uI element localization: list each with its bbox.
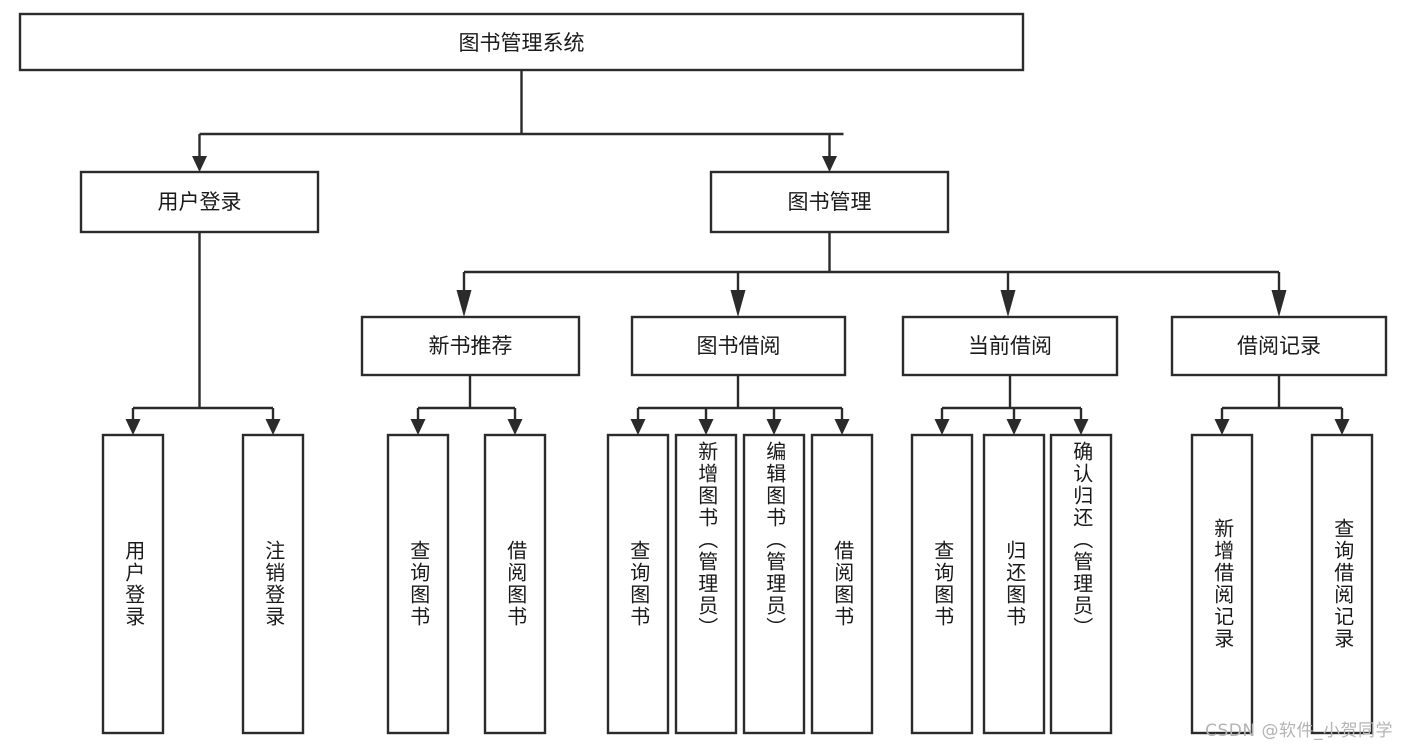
arrowhead-bb-borrow-book [834,419,850,435]
node-new-book-recommend-label: 新书推荐 [429,334,513,358]
node-book-management-label: 图书管理 [788,190,872,214]
node-user-login-label: 用户登录 [158,190,242,214]
arrowhead-leaf-logout [265,419,281,435]
arrowhead-current-borrow [1000,290,1016,317]
node-book-management[interactable] [709,170,950,234]
node-book-borrow[interactable] [630,315,847,377]
node-user-login[interactable] [79,170,320,234]
leaf-bb-query-book[interactable] [606,433,670,735]
leaf-br-query-record[interactable] [1310,433,1374,735]
csdn-watermark: CSDN @软件_小贺同学 [1205,721,1393,741]
node-current-borrow-label: 当前借阅 [968,334,1052,358]
leaf-cb-return-book[interactable] [982,433,1046,735]
arrowhead-borrow-record [1271,290,1287,317]
arrowhead-nb-borrow-book [507,419,523,435]
leaf-nb-borrow-book[interactable] [483,433,547,735]
node-current-borrow[interactable] [901,315,1119,377]
arrowhead-bb-add-book [698,419,714,435]
node-borrow-record-label: 借阅记录 [1237,334,1321,358]
leaf-cb-query-book[interactable] [910,433,974,735]
connector-layer [125,70,1350,435]
leaf-cb-confirm-return-admin[interactable] [1049,433,1113,735]
leaf-user-login[interactable] [101,433,165,735]
leaf-bb-borrow-book[interactable] [810,433,874,735]
node-root-book-system-label: 图书管理系统 [459,31,585,55]
arrowhead-bb-edit-book [766,419,782,435]
node-book-borrow-label: 图书借阅 [697,334,781,358]
leaf-bb-add-book-admin[interactable] [674,433,738,735]
node-root-book-system[interactable] [18,12,1025,72]
leaf-br-add-record[interactable] [1190,433,1254,735]
arrowhead-book-mgmt [822,156,837,172]
arrowhead-cb-return-book [1006,419,1022,435]
arrowhead-cb-confirm-return [1073,419,1089,435]
arrowhead-bb-query-book [630,419,646,435]
node-new-book-recommend[interactable] [360,315,581,377]
node-borrow-record[interactable] [1170,315,1388,377]
arrowhead-br-query-record [1334,419,1350,435]
arrowhead-leaf-user-login [125,419,141,435]
node-layer: 图书管理系统 用户登录 图书管理 新书推荐 图书借阅 当前借阅 借阅记录 [18,12,1388,735]
arrowhead-nb-query-book [410,419,426,435]
arrowhead-new-book-rec [456,290,472,317]
arrowhead-cb-query-book [934,419,950,435]
leaf-bb-edit-book-admin[interactable] [742,433,806,735]
leaf-nb-query-book[interactable] [386,433,450,735]
leaf-logout[interactable] [241,433,305,735]
arrowhead-user-login [192,156,207,172]
arrowhead-br-add-record [1214,419,1230,435]
arrowhead-book-borrow [730,290,746,317]
